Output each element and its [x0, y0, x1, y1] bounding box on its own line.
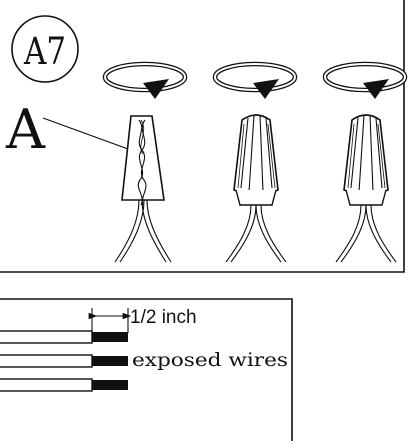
wire-exposed-conductor — [92, 380, 128, 390]
wire-insulation — [0, 378, 93, 392]
wire-nut-icon — [114, 115, 172, 263]
wire-nut-icon — [335, 114, 397, 263]
clockwise-arrow-icon — [102, 61, 188, 99]
clockwise-arrow-icon — [212, 61, 298, 99]
upper-panel: A7 A — [0, 0, 408, 273]
lower-panel: 1/2 inch exposed wires — [0, 298, 293, 441]
step-badge-label: A7 — [23, 30, 66, 73]
wire-exposed-conductor — [92, 332, 128, 342]
step-badge-circle — [11, 15, 79, 83]
wire-insulation — [0, 354, 93, 368]
part-label-leader-line — [42, 117, 129, 150]
wire-nut-icon — [225, 114, 287, 263]
wire-insulation — [0, 330, 93, 344]
wire-exposed-conductor — [92, 356, 128, 366]
dimension-marker: 1/2 inch — [88, 307, 197, 333]
clockwise-arrow-icon — [322, 61, 408, 99]
exposed-wires-label: exposed wires — [132, 349, 288, 371]
stripped-wire — [0, 378, 128, 392]
stripped-wire — [0, 354, 128, 368]
wire-nut-body — [121, 115, 165, 201]
part-label: A — [5, 98, 129, 161]
lower-panel-border — [0, 298, 293, 441]
upper-panel-border — [0, 0, 405, 273]
step-badge: A7 — [11, 15, 79, 83]
part-label-letter: A — [5, 98, 46, 161]
stripped-wire — [0, 330, 128, 344]
dimension-label: 1/2 inch — [130, 307, 197, 328]
